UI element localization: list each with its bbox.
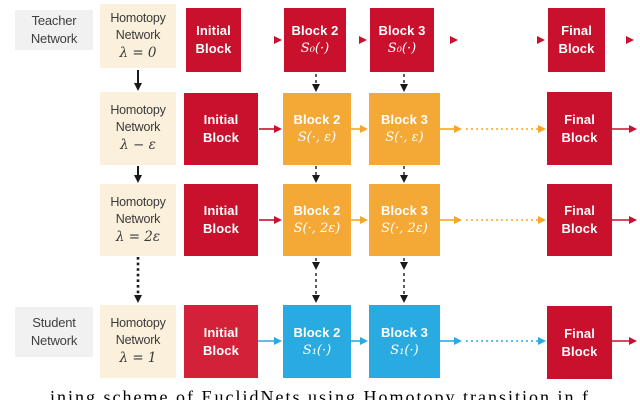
homotopy-lambda: λ = 1 (119, 350, 157, 366)
final-line2: Block (561, 221, 598, 236)
block2-eps: Block 2 S(·, ε) (283, 93, 351, 165)
block3-title: Block 3 (378, 23, 426, 38)
initial-line2: Block (195, 41, 232, 56)
homotopy-box-2eps: Homotopy Network λ = 2ε (100, 184, 176, 256)
homotopy-line2: Network (115, 333, 161, 347)
block3-eps: Block 3 S(·, ε) (369, 93, 440, 165)
homotopy-line1: Homotopy (110, 316, 166, 330)
student-network-label: Student Network (15, 307, 93, 357)
homotopy-line2: Network (115, 211, 161, 226)
initial-block-eps: Initial Block (184, 93, 258, 165)
teacher-network-label: Teacher Network (15, 10, 93, 50)
initial-line1: Initial (196, 23, 231, 38)
block3-student: Block 3 S₁(·) (369, 305, 440, 378)
initial-block-student: Initial Block (184, 305, 258, 378)
initial-block-teacher: Initial Block (186, 8, 241, 72)
homotopy-lambda: λ = 2ε (115, 228, 161, 245)
initial-line1: Initial (203, 324, 239, 340)
final-line2: Block (561, 129, 598, 145)
block2-title: Block 2 (291, 23, 339, 38)
block2-title: Block 2 (293, 203, 341, 218)
block3-title: Block 3 (381, 203, 428, 218)
homotopy-box-eps: Homotopy Network λ − ε (100, 92, 176, 165)
final-block-eps: Final Block (547, 92, 612, 165)
block2-student: Block 2 S₁(·) (283, 305, 351, 378)
homotopy-lambda: λ = 0 (119, 44, 157, 61)
block3-math: S₁(·) (390, 342, 419, 358)
final-line1: Final (564, 325, 595, 341)
block3-teacher: Block 3 S₀(·) (370, 8, 434, 72)
caption-text: ining scheme of EuclidNets using Homotop… (50, 387, 590, 400)
block2-math: S₁(·) (302, 342, 332, 358)
block3-title: Block 3 (381, 112, 428, 127)
final-block-student: Final Block (547, 306, 612, 379)
final-block-teacher: Final Block (548, 8, 605, 72)
block2-2eps: Block 2 S(·, 2ε) (283, 184, 351, 256)
initial-block-2eps: Initial Block (184, 184, 258, 256)
student-label-line2: Network (30, 333, 78, 348)
homotopy-box-student: Homotopy Network λ = 1 (100, 305, 176, 378)
block3-math: S(·, ε) (385, 130, 424, 145)
final-line1: Final (561, 23, 592, 38)
block2-math: S(·, 2ε) (293, 221, 341, 236)
block3-title: Block 3 (381, 324, 428, 340)
final-line2: Block (561, 343, 598, 359)
block2-teacher: Block 2 S₀(·) (284, 8, 346, 72)
teacher-label-line2: Network (30, 31, 78, 46)
student-label-line1: Student (32, 315, 76, 330)
block3-math: S₀(·) (387, 41, 417, 56)
initial-line2: Block (203, 130, 239, 145)
initial-line2: Block (203, 342, 239, 358)
final-block-2eps: Final Block (547, 184, 612, 256)
initial-line1: Initial (203, 203, 239, 218)
homotopy-line1: Homotopy (110, 10, 166, 25)
homotopy-line1: Homotopy (110, 194, 166, 209)
homotopy-line2: Network (115, 27, 161, 42)
block2-title: Block 2 (293, 112, 341, 127)
final-line1: Final (564, 111, 595, 127)
homotopy-line1: Homotopy (110, 103, 166, 117)
initial-line2: Block (203, 221, 239, 236)
block2-math: S(·, ε) (297, 130, 337, 145)
block3-2eps: Block 3 S(·, 2ε) (369, 184, 440, 256)
block2-math: S₀(·) (300, 41, 330, 56)
final-line1: Final (564, 203, 595, 218)
homotopy-lambda: λ − ε (120, 137, 156, 153)
initial-line1: Initial (203, 112, 239, 127)
homotopy-box-teacher: Homotopy Network λ = 0 (100, 4, 176, 68)
block2-title: Block 2 (293, 324, 341, 340)
homotopy-line2: Network (115, 120, 161, 134)
final-line2: Block (558, 41, 595, 56)
block3-math: S(·, 2ε) (381, 221, 428, 236)
teacher-label-line1: Teacher (31, 13, 77, 28)
